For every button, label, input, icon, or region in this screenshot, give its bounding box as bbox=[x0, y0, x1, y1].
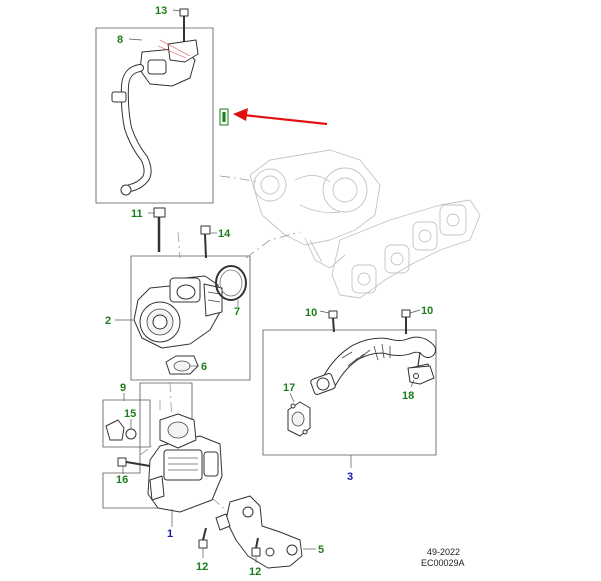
gasket-ring-part bbox=[215, 265, 247, 301]
red-arrow-icon bbox=[233, 108, 328, 126]
callout-9: 9 bbox=[120, 382, 126, 394]
exhaust-manifold-background bbox=[249, 149, 481, 299]
callout-15: 15 bbox=[124, 408, 136, 420]
callout-17: 17 bbox=[283, 382, 295, 394]
callout-1: 1 bbox=[167, 528, 173, 540]
pipe-bolt-part bbox=[179, 8, 189, 42]
callout-labels: 13 8 11 14 2 7 6 10 10 17 18 9 15 16 3 1… bbox=[105, 5, 433, 578]
group-frames bbox=[95, 27, 437, 509]
hose-clip-part bbox=[105, 419, 137, 441]
outlet-bolt-part-2 bbox=[401, 309, 411, 334]
outlet-gasket-part bbox=[287, 401, 311, 437]
egr-cooler-part bbox=[147, 413, 223, 513]
callout-7: 7 bbox=[234, 306, 240, 318]
egr-pipe-part bbox=[111, 39, 199, 196]
callout-11: 11 bbox=[131, 208, 143, 220]
valve-bolt-part bbox=[153, 207, 166, 252]
callout-8: 8 bbox=[117, 34, 123, 46]
callout-5: 5 bbox=[318, 544, 324, 556]
footer-code: EC00029A bbox=[421, 558, 465, 568]
footer-date: 49-2022 bbox=[427, 547, 460, 557]
frame-egr-pipe-group bbox=[95, 27, 214, 204]
callout-14: 14 bbox=[218, 228, 231, 240]
valve-stud-part bbox=[200, 225, 211, 259]
frame-clip-group bbox=[102, 399, 151, 448]
mounting-bracket-part bbox=[215, 495, 303, 569]
callout-13: 13 bbox=[155, 5, 167, 17]
bracket-bolt-part bbox=[198, 527, 208, 549]
leader-lines bbox=[115, 9, 421, 563]
callout-12-right: 12 bbox=[249, 566, 261, 578]
callout-16: 16 bbox=[116, 474, 128, 486]
callout-10-left: 10 bbox=[305, 307, 317, 319]
callout-18: 18 bbox=[402, 390, 414, 402]
pipe-bracket-part bbox=[407, 365, 435, 385]
frame-egr-cooler-group bbox=[102, 382, 193, 509]
egr-valve-part bbox=[133, 275, 223, 349]
frame-egr-valve-group bbox=[130, 255, 251, 381]
callout-2: 2 bbox=[105, 315, 111, 327]
callout-12-left: 12 bbox=[196, 561, 208, 573]
outlet-bolt-part bbox=[328, 310, 338, 333]
callout-3: 3 bbox=[347, 471, 353, 483]
callout-6: 6 bbox=[201, 361, 207, 373]
valve-gasket-part bbox=[165, 355, 199, 375]
cooler-bolt-part bbox=[117, 457, 151, 467]
callout-10-right: 10 bbox=[421, 305, 433, 317]
frame-outlet-pipe-group bbox=[262, 329, 437, 456]
